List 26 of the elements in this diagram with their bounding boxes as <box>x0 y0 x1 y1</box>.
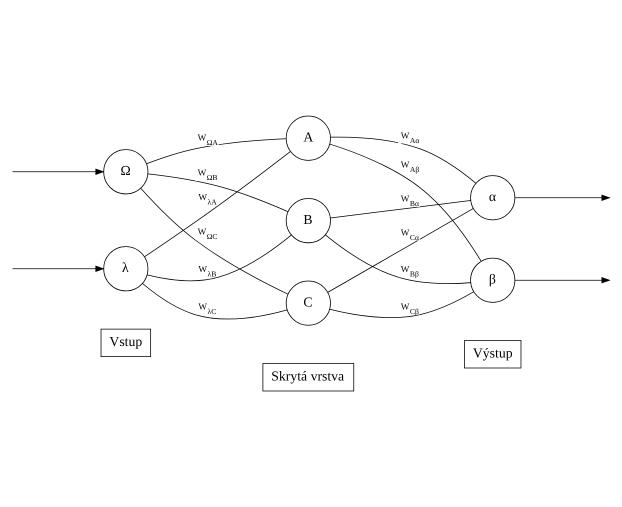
node-box: Vstup <box>100 328 152 357</box>
connector <box>329 144 482 262</box>
connector <box>330 136 476 184</box>
arrow <box>514 277 611 284</box>
arrow <box>12 168 105 175</box>
node-circle: A <box>286 116 331 161</box>
node-circle: λ <box>103 246 148 292</box>
node-circle: C <box>286 280 331 326</box>
arrow <box>514 194 611 201</box>
connector <box>325 234 471 284</box>
connector <box>148 174 288 212</box>
node-circle: α <box>470 175 516 220</box>
node-circle: Ω <box>103 149 148 194</box>
connector <box>144 151 291 257</box>
connector <box>142 283 288 320</box>
connector <box>330 200 471 218</box>
node-box: Výstup <box>464 340 522 368</box>
connector <box>146 138 287 164</box>
node-circle: B <box>286 198 331 244</box>
connector <box>146 234 292 282</box>
arrow <box>12 266 105 272</box>
node-box: Skrytá vrstva <box>262 363 354 392</box>
connector <box>328 208 474 293</box>
node-circle: β <box>470 258 516 303</box>
connector <box>140 188 288 295</box>
connector <box>329 291 474 318</box>
